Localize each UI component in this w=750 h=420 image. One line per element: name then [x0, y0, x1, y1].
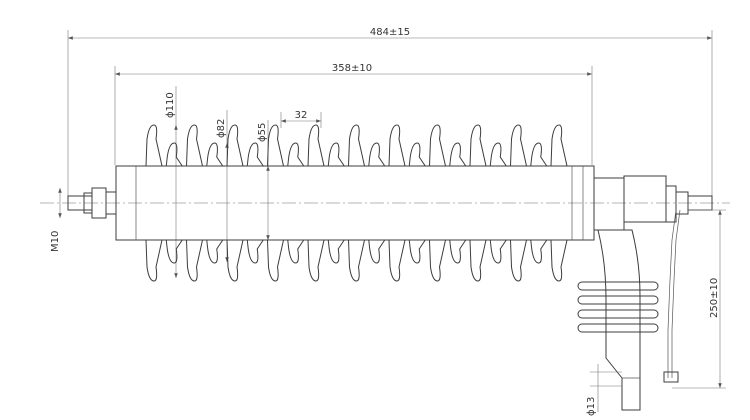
shed-small: [530, 142, 548, 264]
thread-dimension: M10: [50, 188, 62, 252]
core-diameter-label: ϕ55: [257, 123, 268, 142]
hole-diameter-label: ϕ13: [586, 397, 597, 416]
shed-large: [267, 124, 284, 282]
large-shed-diameter-label: ϕ110: [165, 92, 176, 118]
small-shed-diameter-label: ϕ82: [216, 119, 227, 138]
large-shed-diameter-dimension: ϕ110: [165, 86, 178, 278]
shed-large: [307, 124, 325, 282]
shed-pitch-dimension: 32: [280, 110, 322, 128]
lead-length-dimension: 250±10: [672, 209, 726, 389]
shed-small: [449, 142, 467, 264]
shed-small: [165, 142, 183, 264]
sheds: [145, 124, 568, 282]
housing-length-dimension: 358±10: [114, 63, 593, 165]
shed-large: [429, 124, 446, 282]
shed-large: [186, 124, 203, 282]
shed-large: [145, 124, 163, 282]
shed-large: [226, 124, 244, 282]
shed-large: [510, 124, 527, 282]
shed-small: [206, 142, 224, 264]
shed-large: [388, 124, 406, 282]
hole-diameter-dimension: ϕ13: [586, 364, 622, 416]
shed-pitch-label: 32: [295, 110, 308, 121]
shed-large: [550, 124, 568, 282]
housing-length-label: 358±10: [332, 63, 372, 74]
shed-small: [368, 142, 386, 264]
overall-length-dimension: 484±15: [67, 27, 713, 196]
shed-small: [327, 142, 345, 264]
small-shed-diameter-dimension: ϕ82: [216, 110, 229, 262]
thread-label: M10: [50, 231, 61, 252]
shed-small: [489, 142, 507, 264]
lead-length-label: 250±10: [709, 278, 720, 318]
core-diameter-dimension: ϕ55: [257, 120, 270, 240]
shed-large: [348, 124, 365, 282]
disconnector-assembly: [577, 175, 713, 411]
shed-small: [408, 142, 426, 264]
shed-small: [246, 142, 264, 264]
shed-small: [287, 142, 305, 264]
shed-large: [469, 124, 487, 282]
overall-length-label: 484±15: [370, 27, 410, 38]
